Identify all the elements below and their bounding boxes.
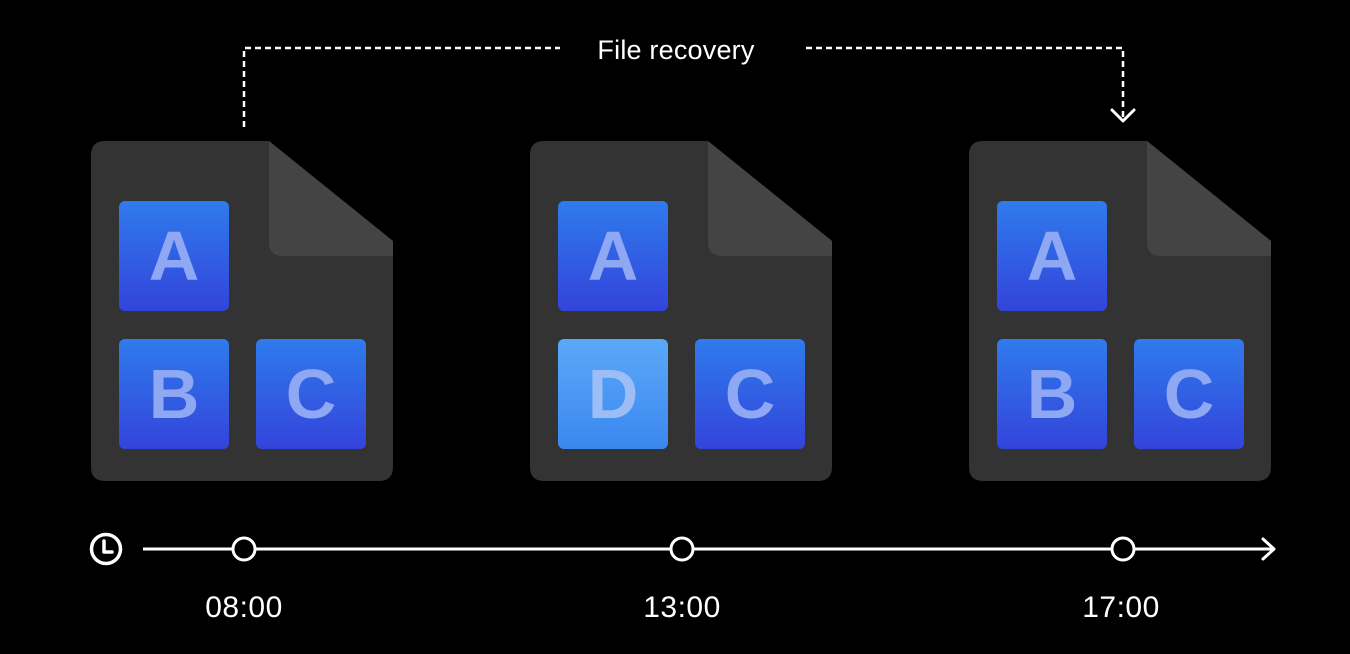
timeline-marker-1 <box>231 536 257 562</box>
time-label-3: 17:00 <box>1082 591 1160 624</box>
timeline-marker-2 <box>669 536 695 562</box>
block-c: C <box>695 339 805 449</box>
timeline-marker-3 <box>1110 536 1136 562</box>
block-a: A <box>558 201 668 311</box>
block-c: C <box>256 339 366 449</box>
block-b: B <box>119 339 229 449</box>
time-label-1: 08:00 <box>205 591 283 624</box>
clock-icon <box>89 532 123 566</box>
arrow-down-icon <box>1110 108 1136 123</box>
recovery-label: File recovery <box>560 30 792 70</box>
file-version-2: A D C <box>530 141 832 481</box>
block-a: A <box>997 201 1107 311</box>
block-b: B <box>997 339 1107 449</box>
file-version-1: A B C <box>91 141 393 481</box>
block-c: C <box>1134 339 1244 449</box>
file-version-3: A B C <box>969 141 1271 481</box>
arrow-right-icon <box>1261 537 1276 561</box>
block-a: A <box>119 201 229 311</box>
time-label-2: 13:00 <box>643 591 721 624</box>
recovery-line-right <box>806 46 1125 117</box>
block-d-changed: D <box>558 339 668 449</box>
